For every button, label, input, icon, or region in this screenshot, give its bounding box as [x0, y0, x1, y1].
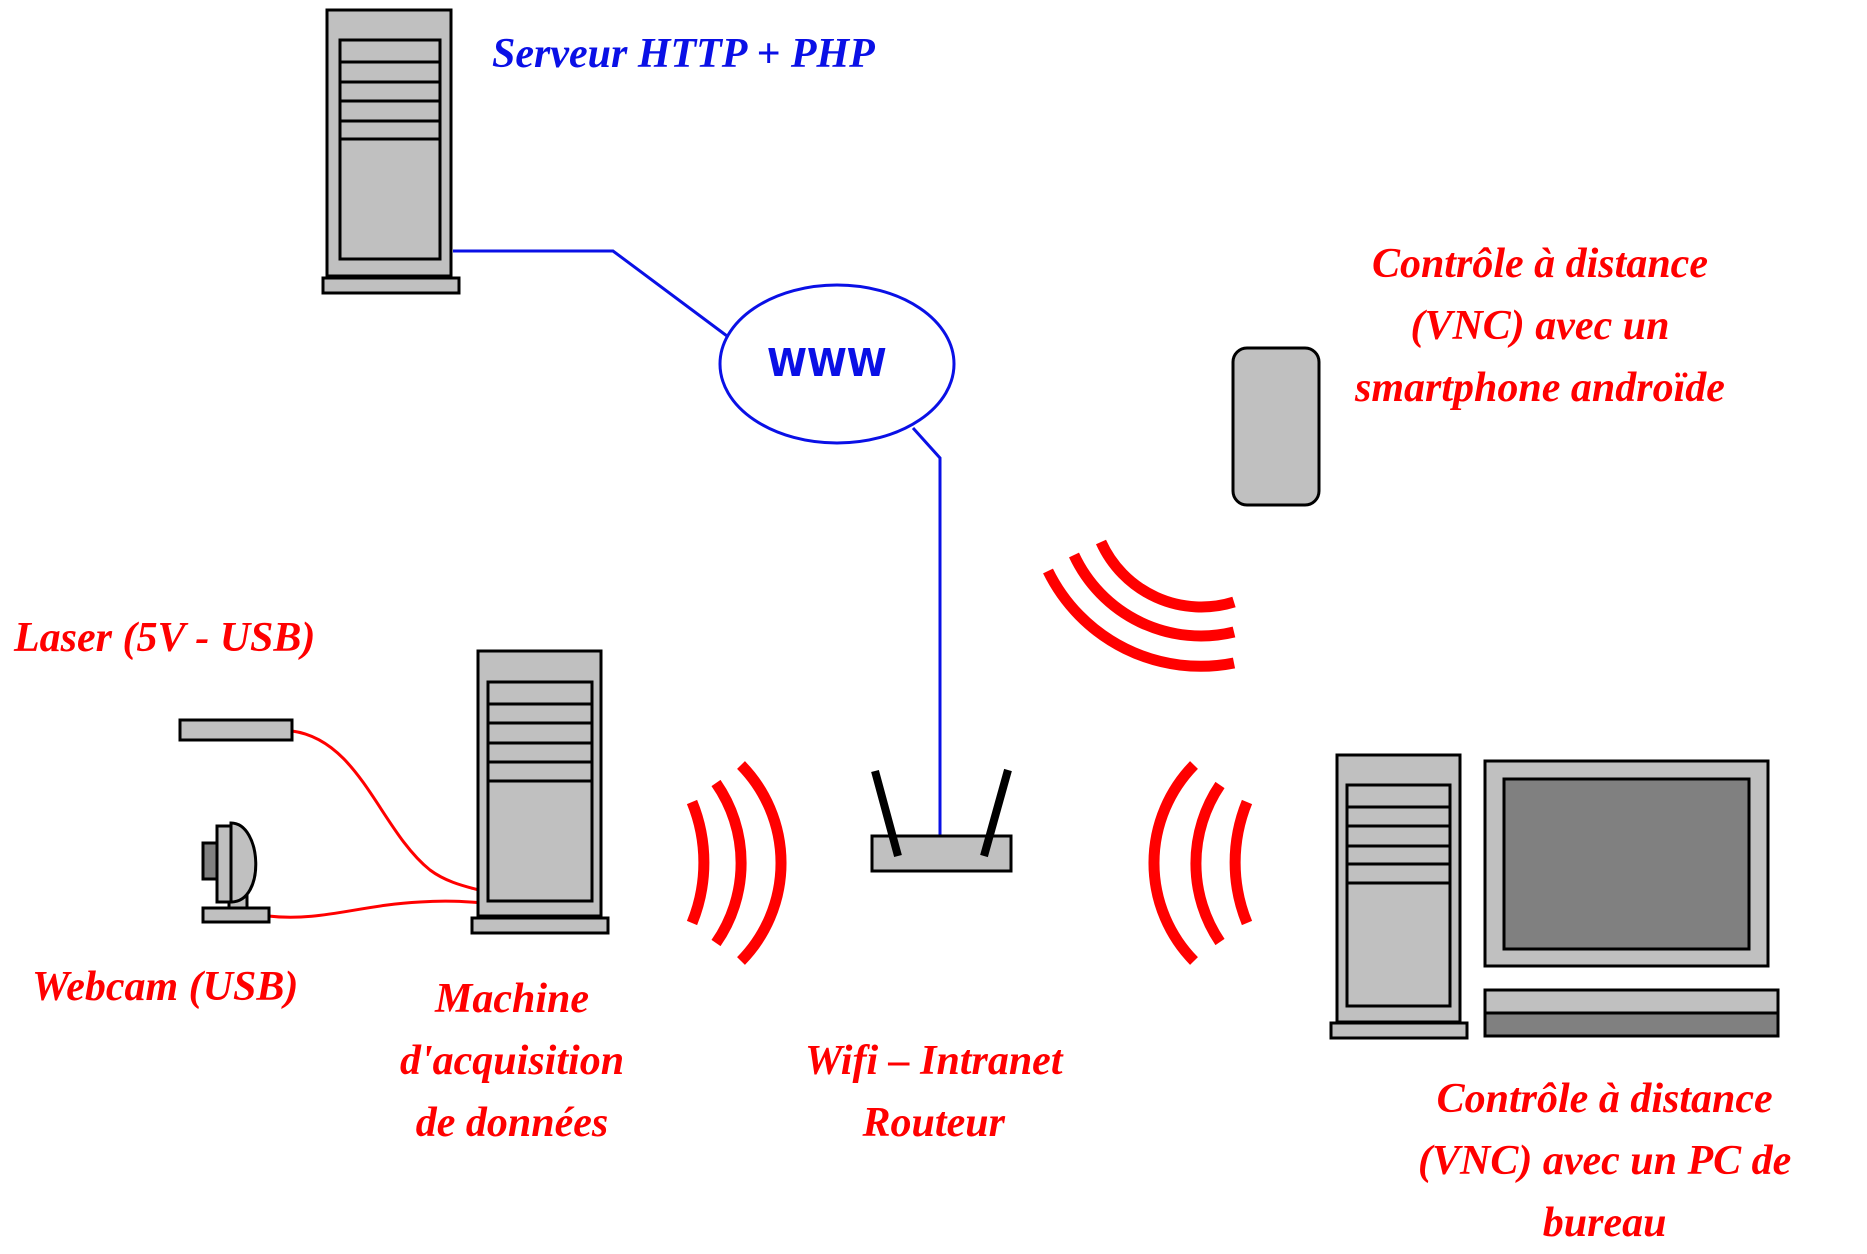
- router-label-line-1: Wifi – Intranet: [805, 1038, 1063, 1084]
- server-label: Serveur HTTP + PHP: [492, 31, 875, 77]
- acquisition-label-line-3: de données: [415, 1100, 609, 1146]
- smartphone-label-line-3: smartphone androïde: [1355, 365, 1725, 411]
- router-label: Wifi – Intranet Routeur: [805, 1030, 1063, 1154]
- desktop-pc-label-line-2: (VNC) avec un PC de: [1418, 1138, 1792, 1184]
- wifi-waves-left: [686, 761, 787, 965]
- desktop-pc-label-line-3: bureau: [1542, 1200, 1667, 1246]
- monitor-icon: [1483, 759, 1770, 968]
- acquisition-label-line-1: Machine: [435, 976, 590, 1022]
- smartphone-label-line-1: Contrôle à distance: [1371, 241, 1708, 287]
- laser-icon: [178, 718, 294, 742]
- laser-cable: [291, 729, 486, 894]
- cloud-ellipse-icon: [718, 283, 956, 445]
- internet-links: [453, 249, 942, 835]
- usb-cables: [267, 729, 486, 919]
- server-tower-icon: [321, 8, 461, 295]
- server-to-www-link: [453, 249, 728, 338]
- webcam-cable: [267, 899, 486, 919]
- desktop-pc-label: Contrôle à distance (VNC) avec un PC de …: [1418, 1068, 1791, 1254]
- wifi-waves-smartphone: [1043, 539, 1236, 672]
- smartphone-label: Contrôle à distance (VNC) avec un smartp…: [1355, 233, 1725, 419]
- keyboard-icon: [1483, 988, 1780, 1038]
- smartphone-icon: [1231, 346, 1321, 507]
- acquisition-label-line-2: d'acquisition: [400, 1038, 625, 1084]
- acquisition-tower-icon: [470, 649, 610, 935]
- wifi-waves-right: [1148, 761, 1253, 965]
- router-label-line-2: Routeur: [862, 1100, 1005, 1146]
- wifi-waves-icon: [686, 539, 1253, 965]
- www-label: WWW: [767, 341, 887, 385]
- laser-label: Laser (5V - USB): [14, 615, 316, 661]
- webcam-icon: [201, 821, 271, 924]
- router-icon: [870, 768, 1013, 873]
- www-to-router-link: [911, 426, 942, 835]
- desktop-pc-icon: [1329, 753, 1469, 1040]
- smartphone-label-line-2: (VNC) avec un: [1410, 303, 1670, 349]
- acquisition-label: Machine d'acquisition de données: [400, 968, 624, 1154]
- desktop-pc-label-line-1: Contrôle à distance: [1436, 1076, 1773, 1122]
- webcam-label: Webcam (USB): [32, 964, 299, 1010]
